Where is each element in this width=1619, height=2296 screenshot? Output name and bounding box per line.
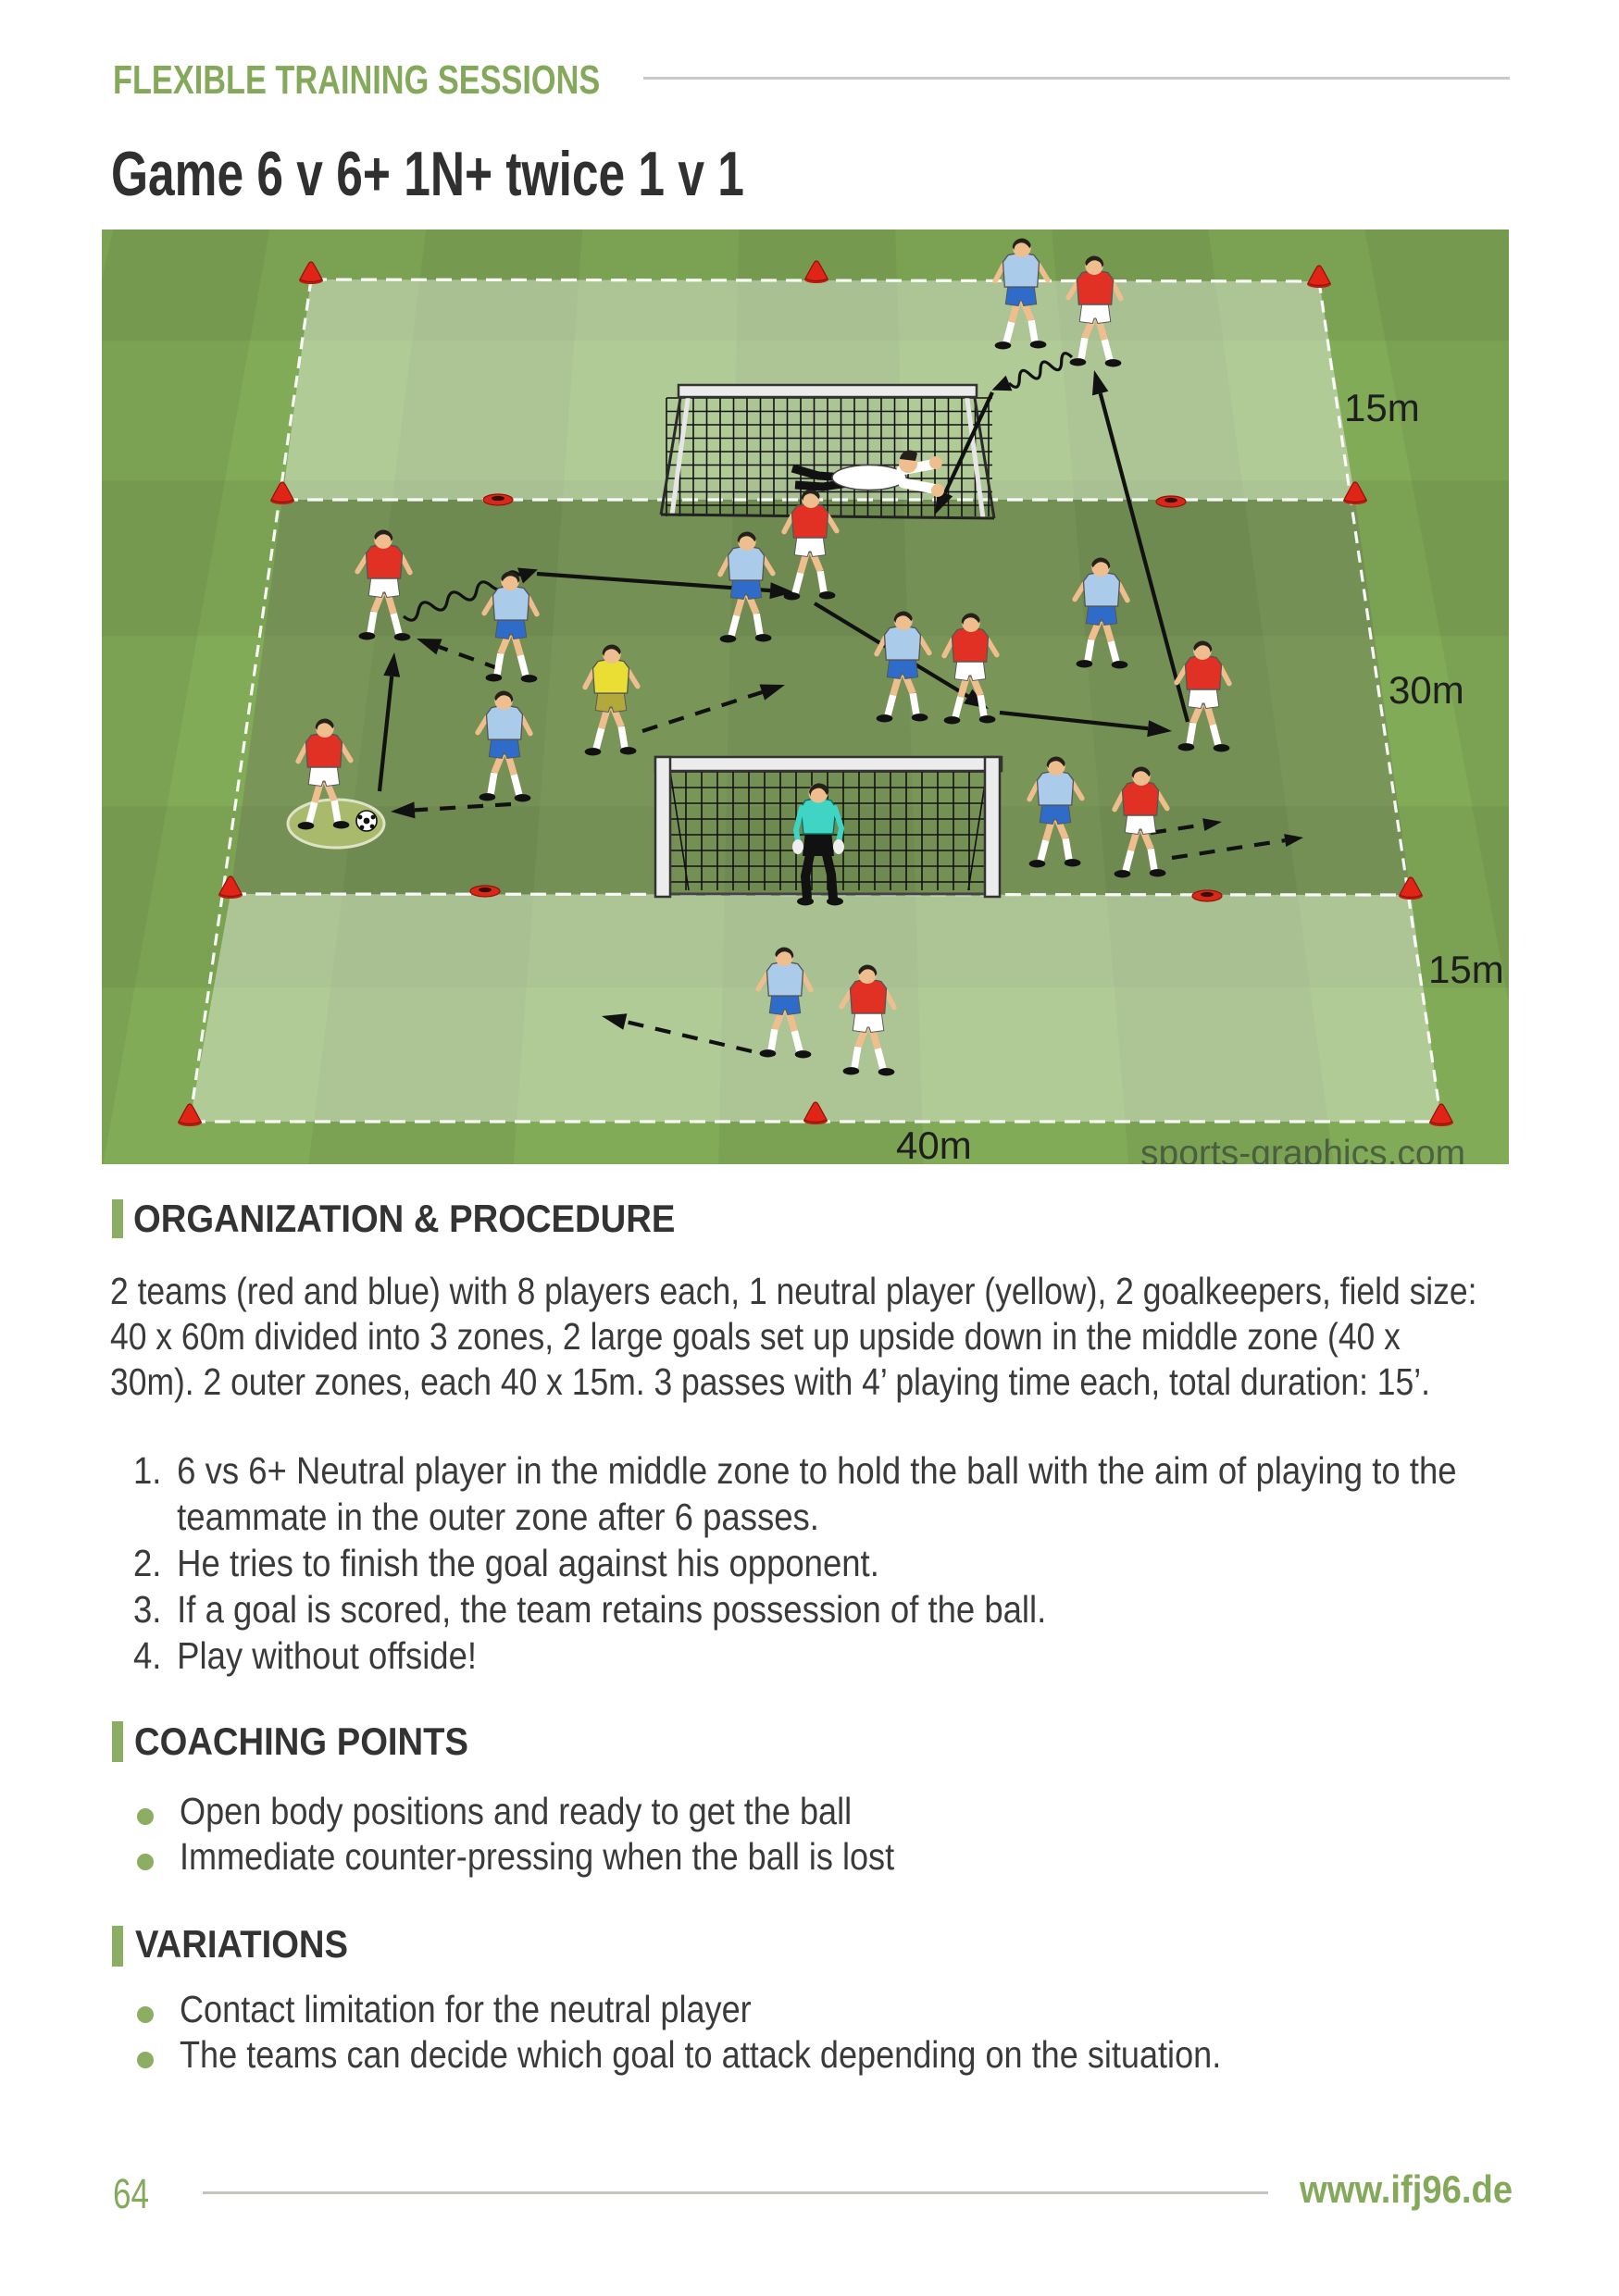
svg-text:40m: 40m [896,1123,972,1164]
svg-text:15m: 15m [1428,948,1504,991]
svg-text:15m: 15m [1344,386,1420,429]
svg-text:30m: 30m [1389,668,1464,712]
svg-text:sports-graphics.com: sports-graphics.com [1140,1134,1465,1164]
